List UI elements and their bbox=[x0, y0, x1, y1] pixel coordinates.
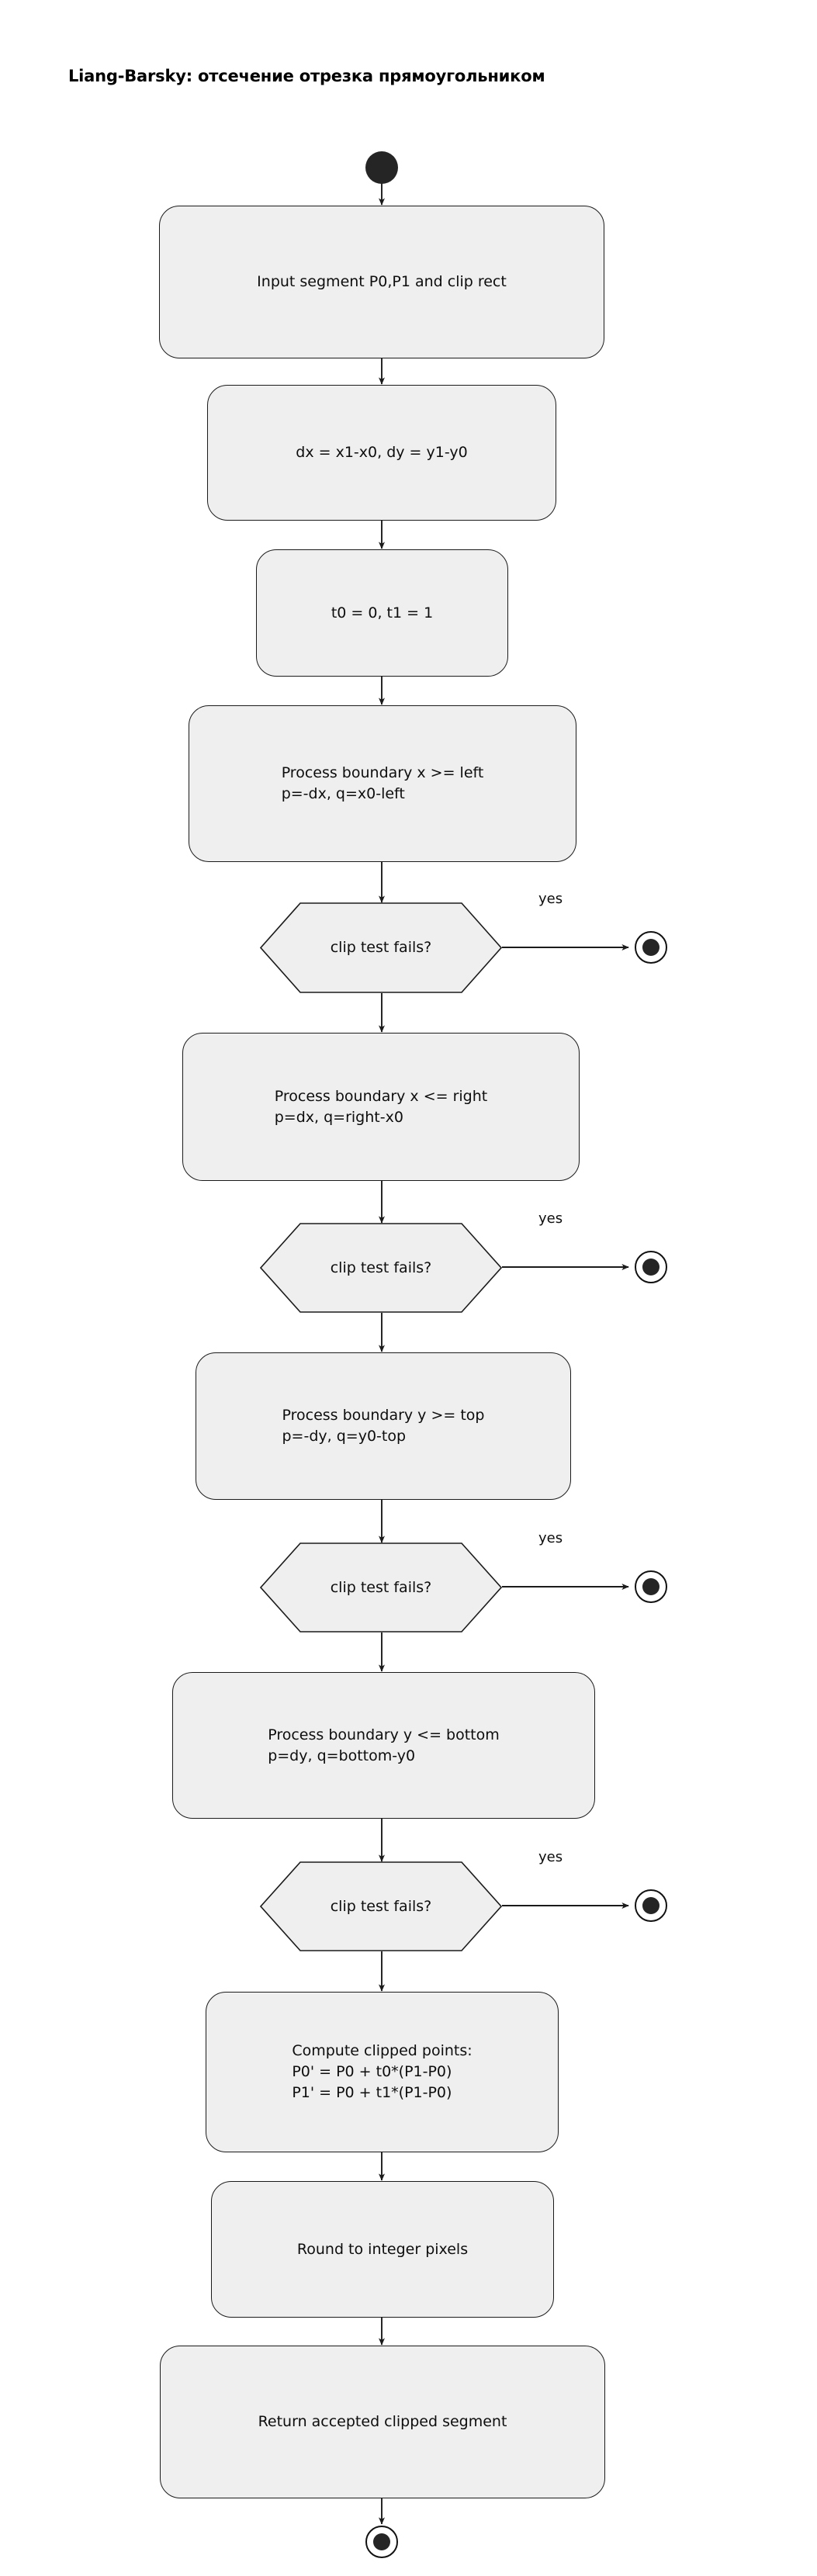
activity-node-input-segment[interactable]: Input segment P0,P1 and clip rect bbox=[159, 206, 604, 358]
start-node bbox=[365, 151, 398, 184]
decision-node-label: clip test fails? bbox=[330, 939, 432, 956]
page-title: Liang-Barsky: отсечение отрезка прямоуго… bbox=[68, 67, 545, 85]
activity-node-label: Return accepted clipped segment bbox=[258, 2413, 507, 2430]
edge-label-yes-1: yes bbox=[538, 891, 563, 907]
edge-label-yes-4: yes bbox=[538, 1849, 563, 1865]
activity-node-label: Compute clipped points: P0' = P0 + t0*(P… bbox=[292, 2042, 473, 2101]
activity-node-label: dx = x1-x0, dy = y1-y0 bbox=[296, 444, 468, 461]
end-node-final bbox=[365, 2526, 398, 2558]
activity-node-label: t0 = 0, t1 = 1 bbox=[331, 604, 434, 621]
decision-node-label: clip test fails? bbox=[330, 1259, 432, 1276]
activity-node-boundary-x-right[interactable]: Process boundary x <= right p=dx, q=righ… bbox=[182, 1033, 580, 1181]
end-node-reject-2 bbox=[635, 1251, 667, 1283]
decision-node-clip-test-2[interactable]: clip test fails? bbox=[260, 1223, 502, 1313]
hexagon-shape bbox=[260, 1861, 502, 1951]
decision-node-label: clip test fails? bbox=[330, 1578, 432, 1596]
decision-node-label: clip test fails? bbox=[330, 1897, 432, 1915]
decision-node-clip-test-3[interactable]: clip test fails? bbox=[260, 1542, 502, 1633]
activity-node-boundary-x-left[interactable]: Process boundary x >= left p=-dx, q=x0-l… bbox=[189, 705, 576, 862]
activity-node-round-pixels[interactable]: Round to integer pixels bbox=[211, 2181, 554, 2318]
activity-node-label: Process boundary y >= top p=-dy, q=y0-to… bbox=[282, 1407, 485, 1445]
activity-node-label: Round to integer pixels bbox=[296, 2240, 469, 2258]
hexagon-shape bbox=[260, 902, 502, 993]
end-node-reject-3 bbox=[635, 1570, 667, 1603]
activity-node-label: Process boundary y <= bottom p=dy, q=bot… bbox=[268, 1726, 500, 1764]
activity-node-deltas[interactable]: dx = x1-x0, dy = y1-y0 bbox=[207, 385, 556, 521]
edge-label-yes-3: yes bbox=[538, 1530, 563, 1546]
activity-node-return-segment[interactable]: Return accepted clipped segment bbox=[160, 2346, 605, 2498]
activity-node-boundary-y-top[interactable]: Process boundary y >= top p=-dy, q=y0-to… bbox=[196, 1352, 571, 1500]
end-node-reject-1 bbox=[635, 931, 667, 964]
decision-node-clip-test-1[interactable]: clip test fails? bbox=[260, 902, 502, 993]
end-node-reject-4 bbox=[635, 1889, 667, 1922]
activity-node-boundary-y-bottom[interactable]: Process boundary y <= bottom p=dy, q=bot… bbox=[172, 1672, 595, 1819]
activity-node-init-t[interactable]: t0 = 0, t1 = 1 bbox=[256, 549, 508, 677]
hexagon-shape bbox=[260, 1542, 502, 1633]
activity-node-label: Process boundary x <= right p=dx, q=righ… bbox=[274, 1087, 488, 1126]
decision-node-clip-test-4[interactable]: clip test fails? bbox=[260, 1861, 502, 1951]
activity-node-compute-clipped-points[interactable]: Compute clipped points: P0' = P0 + t0*(P… bbox=[206, 1992, 559, 2152]
activity-node-label: Process boundary x >= left p=-dx, q=x0-l… bbox=[281, 764, 484, 802]
activity-node-label: Input segment P0,P1 and clip rect bbox=[257, 273, 507, 290]
hexagon-shape bbox=[260, 1223, 502, 1313]
edge-label-yes-2: yes bbox=[538, 1210, 563, 1227]
